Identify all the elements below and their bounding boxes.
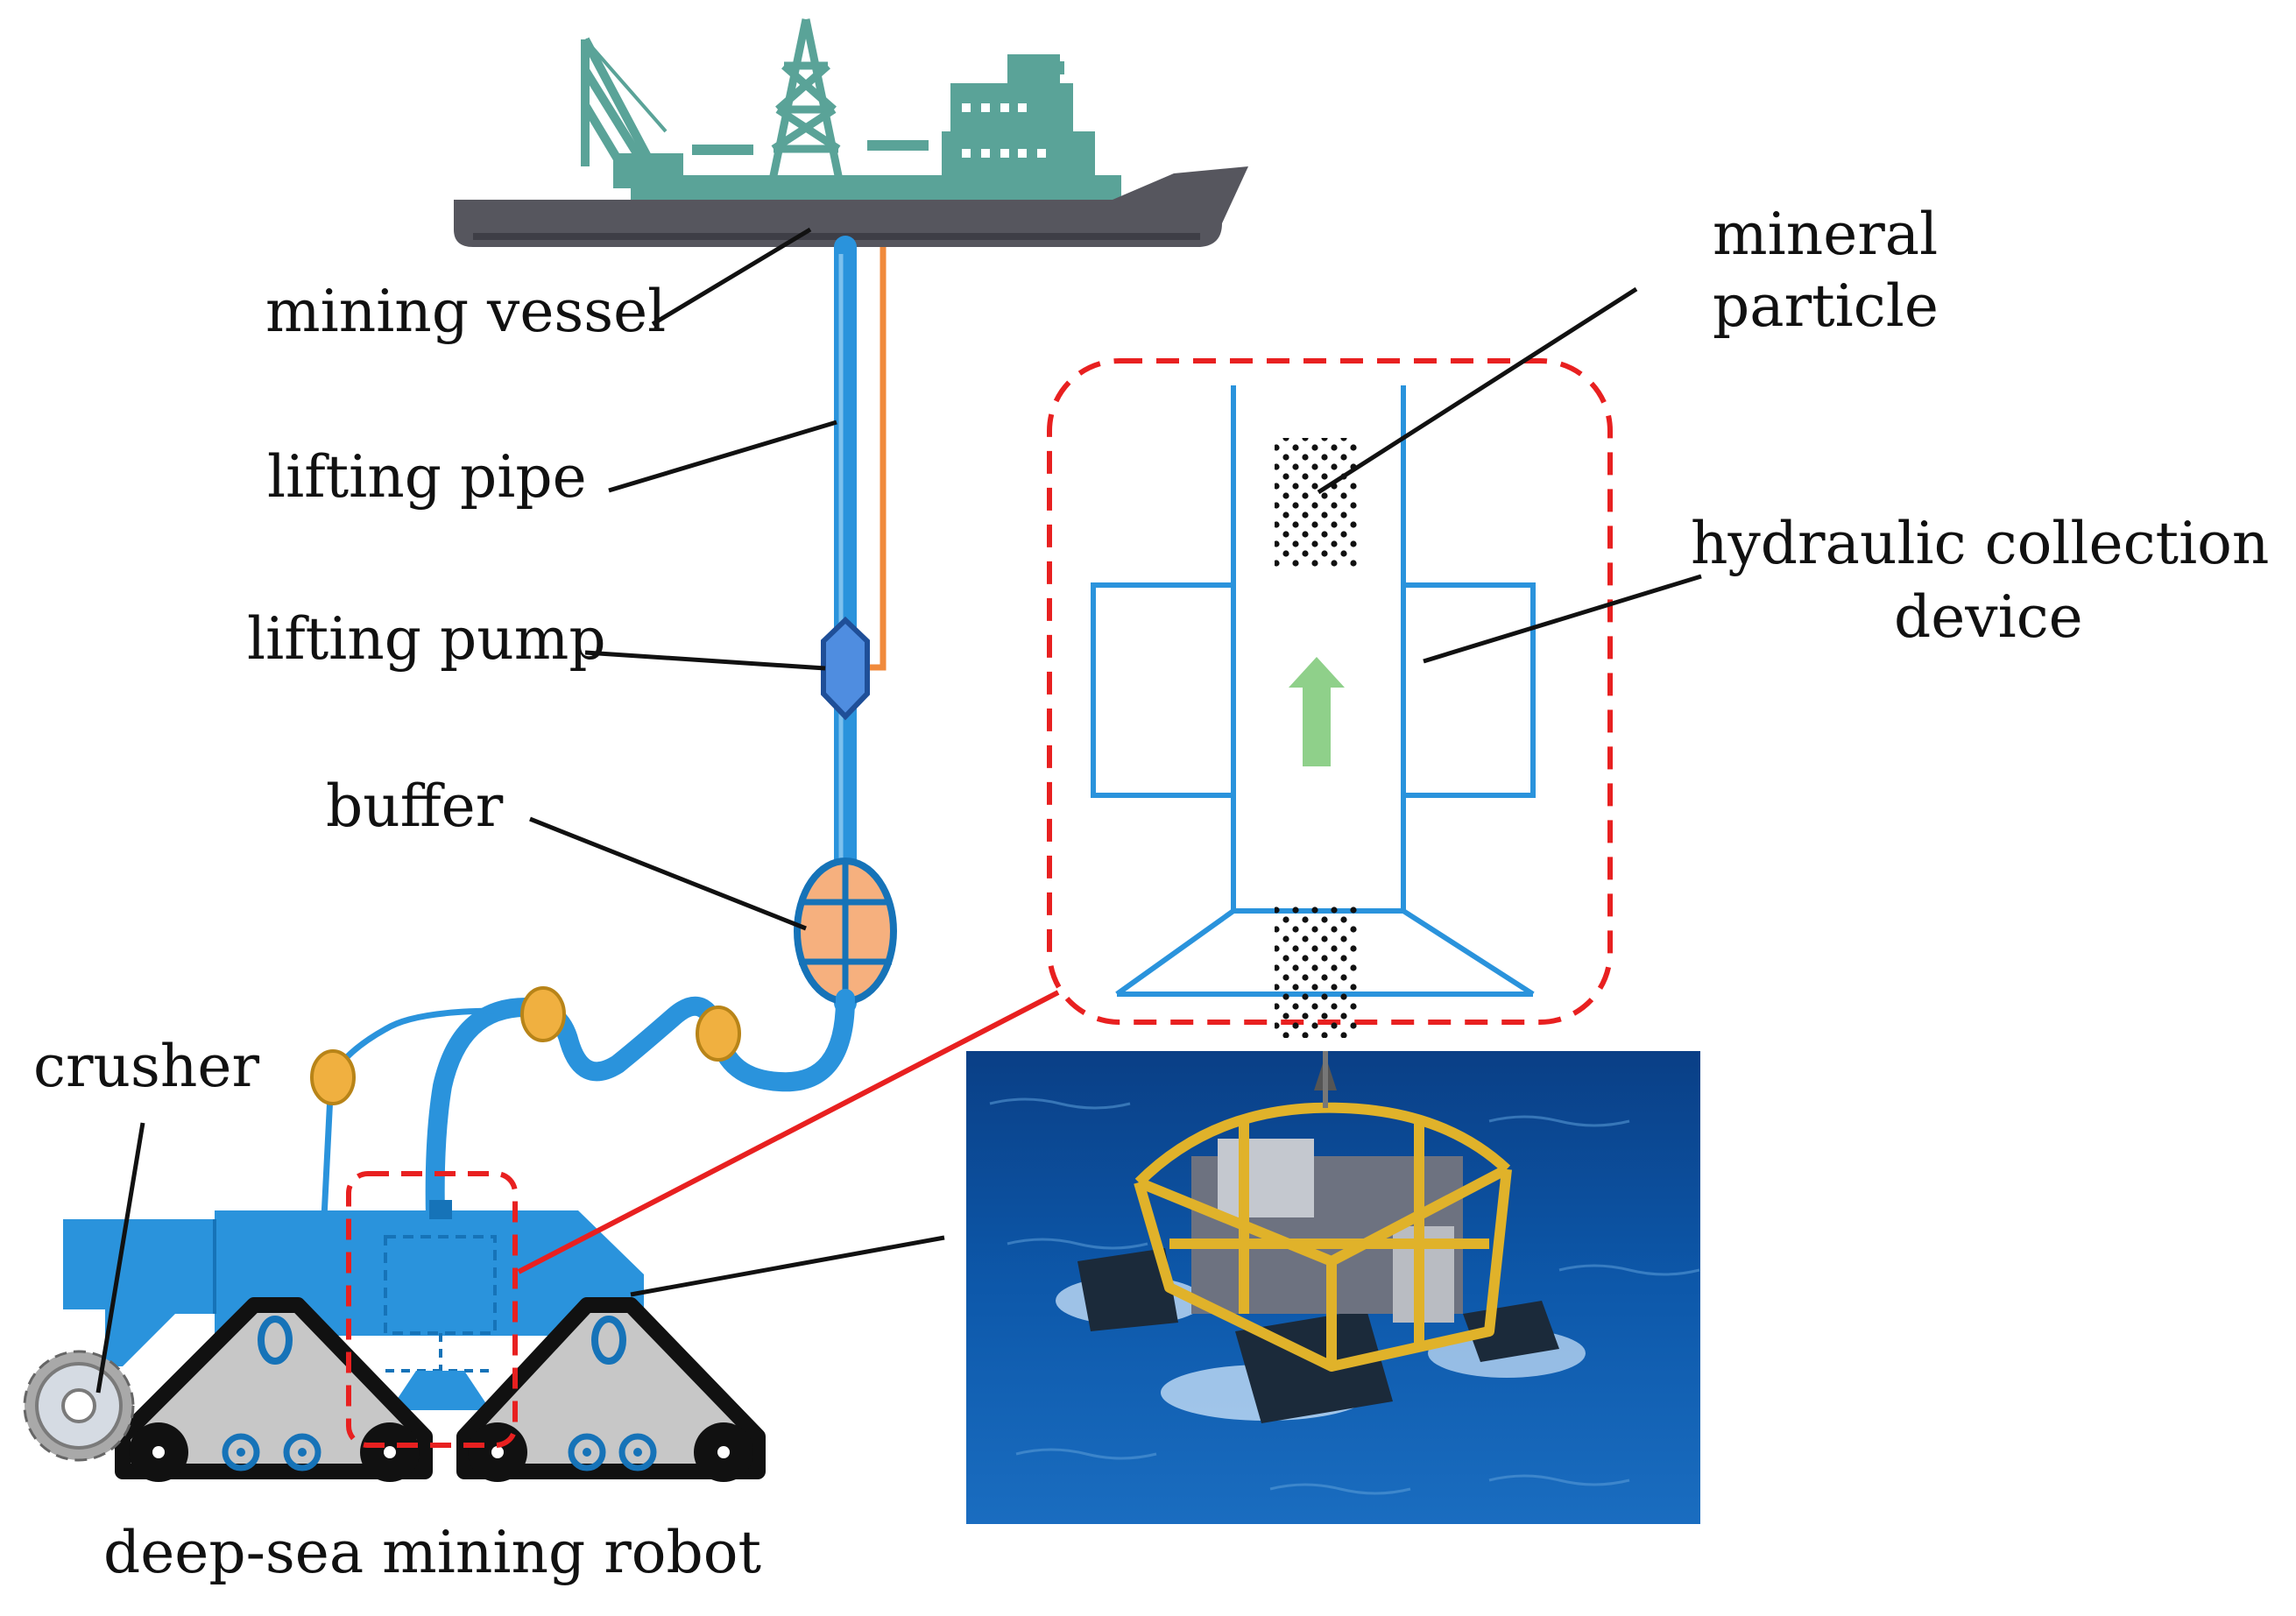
label-lifting-pump: lifting pump: [247, 605, 606, 673]
robot-body: [63, 1210, 644, 1366]
leader-crusher: [95, 1122, 145, 1394]
leader-collection-device: [1423, 574, 1702, 664]
label-mining-vessel: mining vessel: [265, 278, 666, 345]
leader-mining-vessel: [651, 227, 812, 327]
mining-robot-schematic: [23, 1171, 766, 1482]
float-icon: [696, 1006, 741, 1062]
crusher-gear-icon: [23, 1350, 135, 1462]
orange-cable: [867, 247, 887, 671]
leader-lifting-pump: [584, 650, 826, 671]
mineral-particles-upper: [1275, 438, 1359, 568]
label-robot-caption: deep-sea mining robot: [103, 1519, 761, 1586]
mineral-particles-lower: [1275, 907, 1359, 1038]
label-mineral-particle-line1: mineral: [1713, 201, 1938, 268]
buffer: [794, 857, 897, 1005]
robot-callout-box: [346, 1171, 518, 1448]
mining-vessel: [454, 18, 1248, 247]
flexible-hose: [425, 989, 855, 1227]
float-icon: [520, 986, 566, 1042]
leader-photo: [630, 1235, 945, 1297]
derrick-icon: [767, 18, 845, 189]
callout-connector-line: [517, 990, 1060, 1274]
leader-buffer: [529, 816, 807, 931]
flow-arrow-icon: [1289, 657, 1345, 766]
leader-lifting-pipe: [608, 420, 837, 493]
leader-lines: [95, 227, 1702, 1394]
label-crusher: crusher: [33, 1033, 259, 1100]
superstructure: [942, 54, 1095, 197]
lifting-pipe-system: [310, 236, 897, 1227]
label-buffer: buffer: [326, 773, 504, 840]
leader-mineral-particle: [1317, 286, 1638, 495]
label-lifting-pipe: lifting pipe: [267, 443, 587, 511]
collection-detail: [1047, 358, 1613, 1038]
vessel-hull: [454, 166, 1248, 247]
crane-icon: [581, 37, 668, 169]
lifting-pump: [821, 616, 870, 721]
label-mineral-particle-line2: particle: [1713, 272, 1939, 340]
suction-head: [390, 1371, 491, 1410]
robot-photo: [966, 1051, 1700, 1524]
label-collection-device-line1: hydraulic collection: [1691, 510, 2269, 577]
label-collection-device-line2: device: [1894, 583, 2083, 651]
float-icon: [310, 1049, 356, 1105]
